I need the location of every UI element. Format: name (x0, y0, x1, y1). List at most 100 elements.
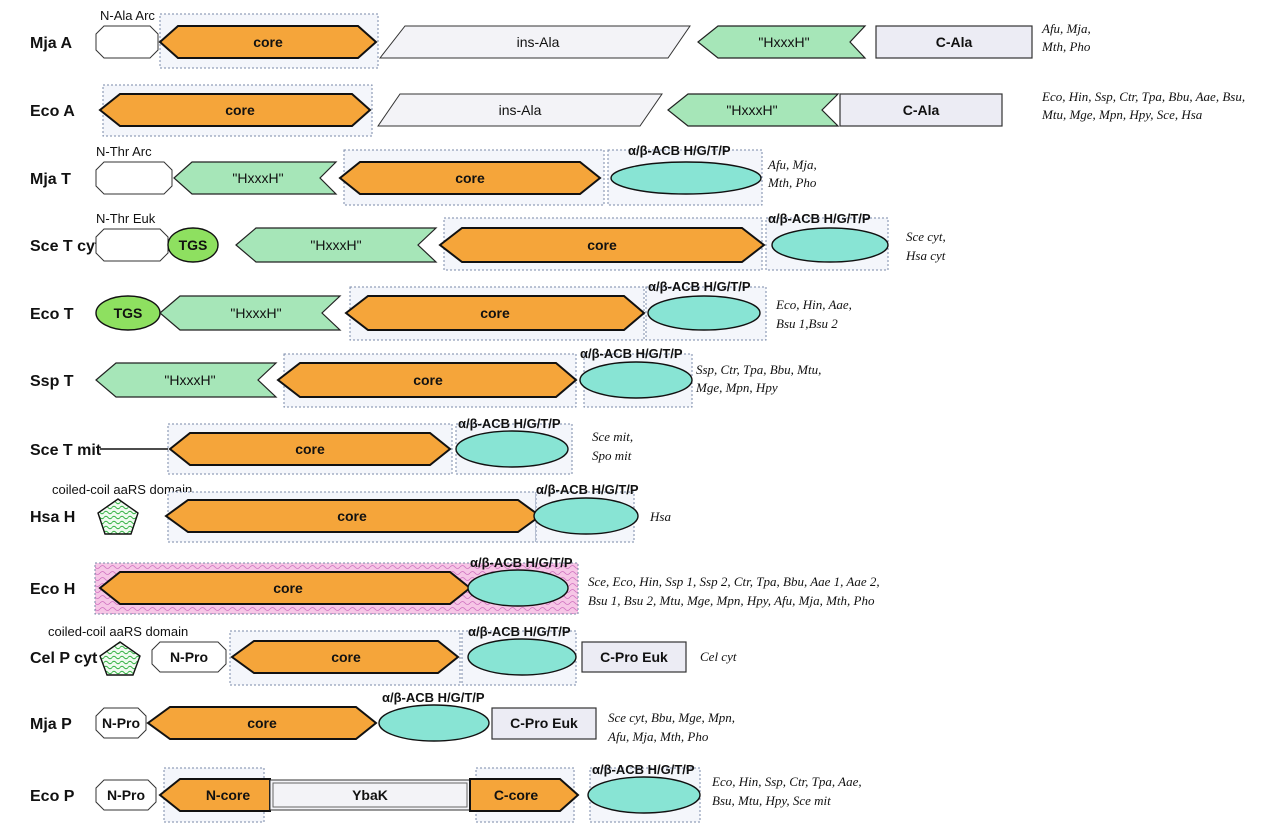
core-domain (98, 93, 372, 127)
hxxxh-domain (159, 295, 342, 331)
n-pro-domain (95, 707, 147, 739)
c-pro-euk-label: C-Pro Euk (600, 649, 668, 665)
core-label: core (225, 102, 255, 118)
ins-ala-label: ins-Ala (517, 34, 560, 50)
species-line: Mth, Pho (767, 175, 817, 190)
core-label: core (295, 441, 325, 457)
c-ala-label: C-Ala (936, 34, 973, 50)
n-terminal-domain (95, 25, 159, 59)
coiled-coil-label: coiled-coil aaRS domain (48, 624, 188, 639)
n-terminal-label: N-Thr Euk (96, 211, 156, 226)
acb-domain (771, 227, 889, 263)
row-sce-t-cyt: Sce T cyt N-Thr Euk TGS "HxxxH" core α/β… (30, 211, 946, 271)
core-label: core (413, 372, 443, 388)
c-ala-domain (839, 93, 1003, 127)
row-eco-h: Eco H core α/β-ACB H/G/T/P Sce, Eco, Hin… (30, 555, 880, 615)
species-line: Eco, Hin, Aae, (775, 297, 852, 312)
n-pro-label: N-Pro (107, 787, 145, 803)
core-label: core (455, 170, 485, 186)
row-label: Mja T (30, 171, 71, 188)
coiled-coil-domain (99, 641, 141, 676)
coiled-coil-label: coiled-coil aaRS domain (52, 482, 192, 497)
species-line: Bsu 1, Bsu 2, Mtu, Mge, Mpn, Hpy, Afu, M… (588, 593, 875, 608)
c-ala-domain (875, 25, 1033, 59)
species-line: Bsu 1,Bsu 2 (776, 316, 838, 331)
ins-ala-label: ins-Ala (499, 102, 542, 118)
species-line: Eco, Hin, Ssp, Ctr, Tpa, Bbu, Aae, Bsu, (1041, 89, 1245, 104)
hxxxh-label: "HxxxH" (726, 102, 777, 118)
n-terminal-domain (95, 228, 169, 262)
acb-domain (610, 161, 762, 195)
row-label: Eco A (30, 103, 75, 120)
hxxxh-domain (95, 362, 278, 398)
c-pro-euk-domain (491, 707, 597, 740)
acb-domain (467, 569, 569, 607)
core-domain (344, 295, 646, 331)
row-mja-t: Mja T N-Thr Arc "HxxxH" core α/β-ACB H/G… (30, 143, 817, 206)
species-line: Ssp, Ctr, Tpa, Bbu, Mtu, (696, 362, 821, 377)
hxxxh-domain (235, 227, 438, 263)
row-label: Eco T (30, 306, 74, 323)
core-label: core (331, 649, 361, 665)
row-cel-p-cyt: Cel P cyt coiled-coil aaRS domain N-Pro … (30, 624, 737, 686)
species-line: Sce, Eco, Hin, Ssp 1, Ssp 2, Ctr, Tpa, B… (588, 574, 880, 589)
core-label: core (587, 237, 617, 253)
ybak-domain (269, 779, 471, 811)
n-terminal-domain (95, 161, 173, 195)
species-line: Hsa cyt (905, 248, 946, 263)
species-line: Eco, Hin, Ssp, Ctr, Tpa, Aae, (711, 774, 862, 789)
core-label: core (337, 508, 367, 524)
core-domain (158, 25, 378, 59)
n-pro-domain (151, 641, 227, 673)
species-line: Mth, Pho (1041, 39, 1091, 54)
hxxxh-label: "HxxxH" (230, 305, 281, 321)
row-eco-p: Eco P N-Pro N-core YbaK C-core α/β-ACB H… (30, 762, 862, 823)
row-mja-p: Mja P N-Pro core α/β-ACB H/G/T/P C-Pro E… (30, 690, 735, 744)
acb-label: α/β-ACB H/G/T/P (458, 416, 561, 431)
c-core-label: C-core (494, 787, 539, 803)
n-terminal-label: N-Ala Arc (100, 8, 155, 23)
row-eco-t: Eco T TGS "HxxxH" core α/β-ACB H/G/T/P E… (30, 279, 852, 341)
species-line: Bsu, Mtu, Hpy, Sce mit (712, 793, 831, 808)
acb-label: α/β-ACB H/G/T/P (592, 762, 695, 777)
species-line: Afu, Mja, (767, 157, 817, 172)
tgs-label: TGS (114, 305, 143, 321)
row-label: Mja A (30, 35, 73, 52)
species-line: Afu, Mja, Mth, Pho (607, 729, 709, 744)
acb-domain (455, 430, 569, 468)
species-line: Hsa (649, 509, 671, 524)
hxxxh-label: "HxxxH" (758, 34, 809, 50)
n-pro-label: N-Pro (102, 715, 140, 731)
row-label: Sce T cyt (30, 238, 101, 255)
acb-domain (647, 295, 761, 331)
core-domain (338, 161, 602, 195)
ybak-inner-border (272, 782, 468, 808)
row-ssp-t: Ssp T "HxxxH" core α/β-ACB H/G/T/P Ssp, … (30, 346, 821, 408)
acb-domain (533, 497, 639, 535)
species-line: Mtu, Mge, Mpn, Hpy, Sce, Hsa (1041, 107, 1203, 122)
species-line: Sce mit, (592, 429, 633, 444)
core-domain (276, 362, 578, 398)
core-domain (438, 227, 766, 263)
n-terminal-label: N-Thr Arc (96, 144, 152, 159)
core-domain (146, 706, 378, 740)
acb-label: α/β-ACB H/G/T/P (470, 555, 573, 570)
n-pro-domain (95, 779, 157, 811)
ins-ala-domain (378, 25, 691, 59)
hxxxh-label: "HxxxH" (232, 170, 283, 186)
species-line: Mge, Mpn, Hpy (695, 380, 778, 395)
species-line: Spo mit (592, 448, 632, 463)
ybak-label: YbaK (352, 787, 388, 803)
acb-label: α/β-ACB H/G/T/P (536, 482, 639, 497)
row-sce-t-mit: Sce T mit core α/β-ACB H/G/T/P Sce mit, … (30, 416, 633, 475)
core-label: core (480, 305, 510, 321)
coiled-coil-domain (97, 498, 139, 535)
row-label: Cel P cyt (30, 650, 98, 667)
row-label: Sce T mit (30, 442, 102, 459)
species-line: Cel cyt (700, 649, 737, 664)
hxxxh-label: "HxxxH" (310, 237, 361, 253)
core-label: core (273, 580, 303, 596)
row-label: Ssp T (30, 373, 74, 390)
n-pro-label: N-Pro (170, 649, 208, 665)
